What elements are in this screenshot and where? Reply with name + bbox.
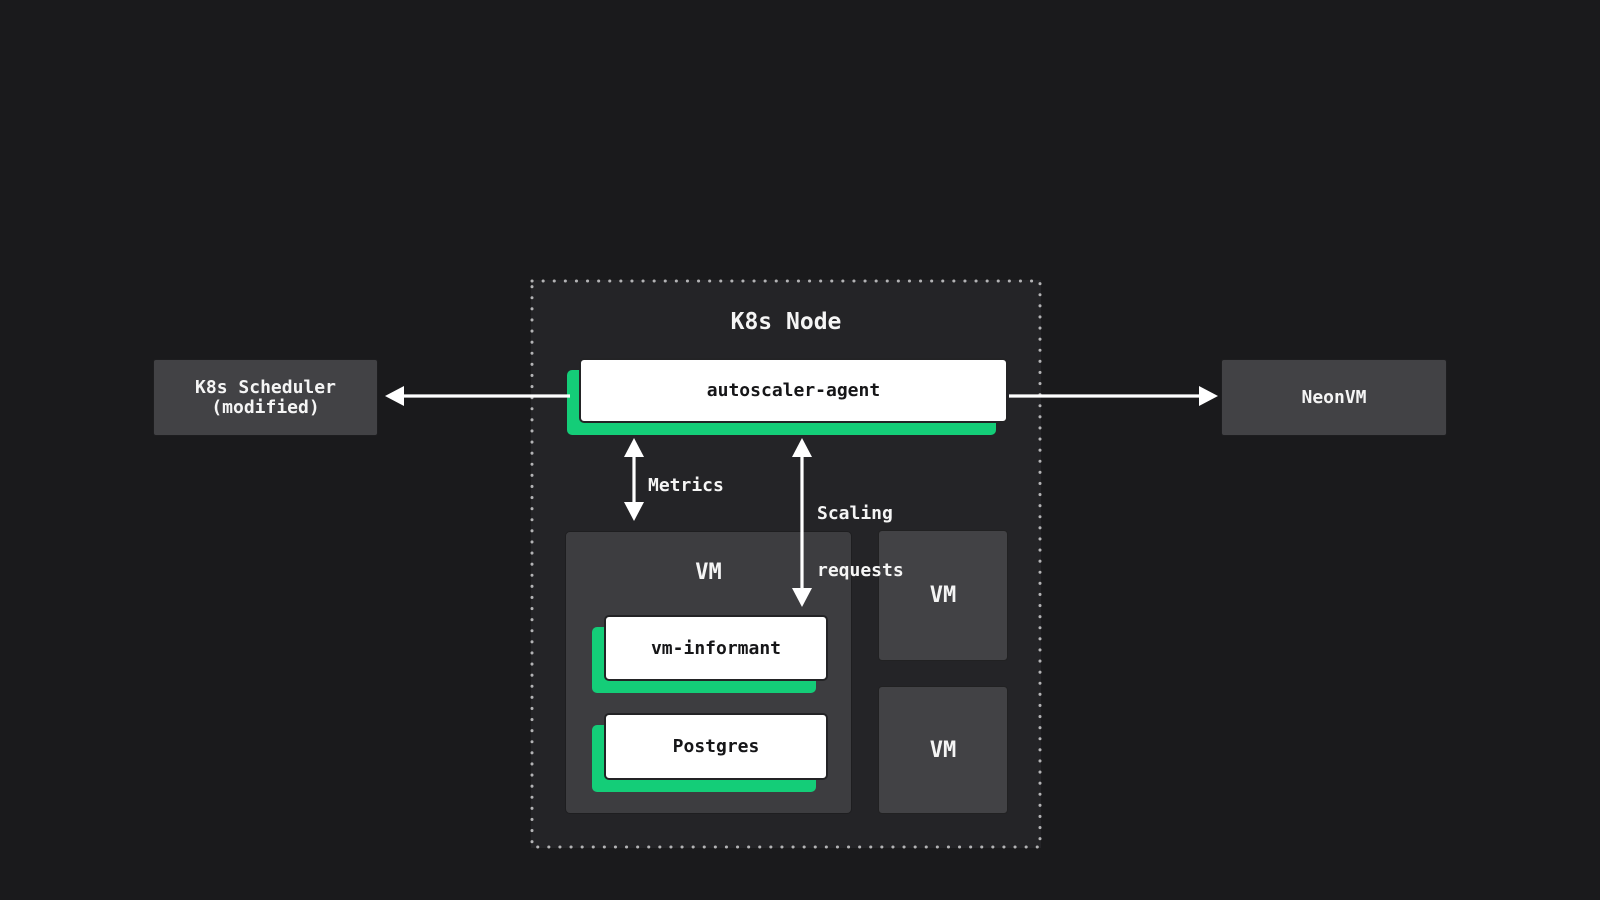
vm-small-box-2: VM	[878, 686, 1008, 814]
neonvm-arrow-head-icon	[1199, 386, 1218, 406]
vm-informant-box: vm-informant	[604, 615, 828, 681]
autoscaler-agent-box: autoscaler-agent	[579, 358, 1008, 423]
k8s-scheduler-label-line1: K8s Scheduler	[195, 376, 336, 398]
neonvm-label: NeonVM	[1301, 386, 1367, 408]
vm-small-label-1: VM	[929, 583, 957, 608]
metrics-arrow-label: Metrics	[648, 475, 724, 496]
autoscaler-agent-label: autoscaler-agent	[706, 380, 881, 401]
vm-small-label-2: VM	[929, 737, 957, 763]
k8s-scheduler-box: K8s Scheduler (modified)	[153, 359, 378, 436]
scaling-requests-arrow-label: Scaling requests	[817, 466, 904, 618]
postgres-box: Postgres	[604, 713, 828, 780]
vm-informant-label: vm-informant	[650, 637, 782, 659]
postgres-label: Postgres	[672, 736, 760, 757]
k8s-scheduler-label-line2: (modified)	[211, 396, 320, 418]
scheduler-arrow-head-icon	[385, 386, 404, 406]
scaling-label-line2: requests	[817, 560, 904, 581]
scaling-label-line1: Scaling	[817, 503, 893, 524]
neonvm-box: NeonVM	[1221, 359, 1447, 436]
vm-main-box: VM vm-informant Postgres	[565, 531, 852, 814]
vm-main-title: VM	[695, 560, 722, 585]
k8s-node-title: K8s Node	[730, 309, 842, 335]
